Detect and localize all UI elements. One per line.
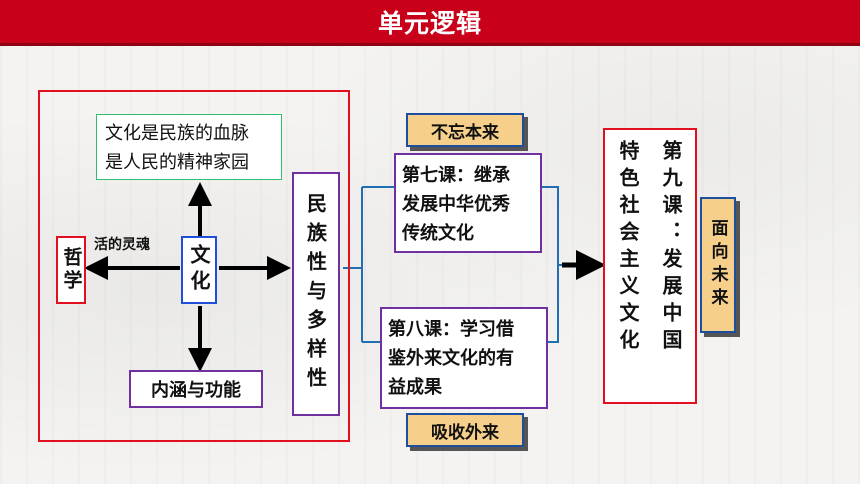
tag-not-forget-text: 不忘本来 xyxy=(431,122,499,143)
lesson7-line-1: 第七课：继承 xyxy=(402,165,510,186)
tag-absorb-text: 吸收外来 xyxy=(431,422,499,443)
lesson8-line-2: 鉴外来文化的有 xyxy=(388,348,514,369)
lesson8-line-1: 第八课：学习借 xyxy=(388,319,514,340)
culture-frame xyxy=(38,90,350,442)
header-bar: 单元逻辑 xyxy=(0,0,860,46)
connotation-text: 内涵与功能 xyxy=(151,380,241,401)
lesson7-box: 第七课：继承 发展中华优秀 传统文化 xyxy=(394,153,542,253)
branch-bracket xyxy=(343,186,394,343)
diversity-box: 民族性与多样性 xyxy=(292,172,340,416)
bloodline-box: 文化是民族的血脉 是人民的精神家园 xyxy=(96,114,282,180)
soul-label: 活的灵魂 xyxy=(94,237,150,253)
bloodline-line-2: 是人民的精神家园 xyxy=(105,152,249,173)
lesson7-line-3: 传统文化 xyxy=(402,223,474,244)
tag-not-forget: 不忘本来 xyxy=(406,113,524,147)
tag-future-text: 面向未来 xyxy=(707,219,728,311)
philosophy-box: 哲学 xyxy=(56,236,86,304)
lesson8-box: 第八课：学习借 鉴外来文化的有 益成果 xyxy=(380,307,548,409)
diversity-text: 民族性与多样性 xyxy=(303,192,328,396)
tag-absorb: 吸收外来 xyxy=(406,413,524,447)
tag-future: 面向未来 xyxy=(700,197,736,333)
lesson9-column-1: 第九课：发展中国 xyxy=(659,140,683,356)
lesson9-column-2: 特色社会主义文化 xyxy=(616,140,640,356)
culture-center-text: 文化 xyxy=(187,244,211,296)
page-title: 单元逻辑 xyxy=(377,8,482,38)
philosophy-text: 哲学 xyxy=(60,247,83,293)
connotation-box: 内涵与功能 xyxy=(129,370,263,408)
bloodline-line-1: 文化是民族的血脉 xyxy=(105,123,249,144)
lesson9-box: 第九课：发展中国 特色社会主义文化 xyxy=(603,128,697,404)
lesson8-line-3: 益成果 xyxy=(388,377,442,398)
culture-center-box: 文化 xyxy=(181,236,217,304)
lesson7-line-2: 发展中华优秀 xyxy=(402,194,510,215)
